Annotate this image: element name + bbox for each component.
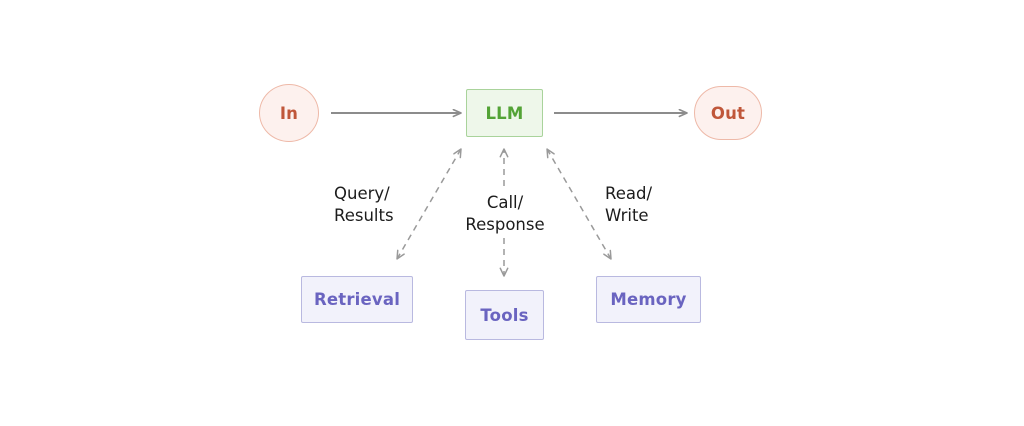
node-retrieval[interactable]: Retrieval — [301, 276, 413, 323]
node-tools[interactable]: Tools — [465, 290, 544, 340]
node-llm-label: LLM — [485, 103, 524, 123]
node-llm[interactable]: LLM — [466, 89, 543, 137]
node-in-label: In — [279, 103, 299, 123]
node-tools-label: Tools — [480, 305, 529, 325]
node-memory-label: Memory — [610, 290, 687, 309]
edge-label-query-results: Query/ Results — [334, 184, 394, 225]
edge-label-call-response: Call/ Response — [465, 193, 545, 234]
node-retrieval-label: Retrieval — [313, 290, 401, 309]
edge-llm-to-retrieval — [396, 148, 462, 260]
node-out-label: Out — [710, 103, 746, 123]
edge-label-read-write: Read/ Write — [605, 184, 653, 225]
node-out[interactable]: Out — [694, 86, 762, 140]
edge-llm-to-memory — [546, 148, 612, 260]
node-memory[interactable]: Memory — [596, 276, 701, 323]
node-in[interactable]: In — [259, 84, 319, 142]
